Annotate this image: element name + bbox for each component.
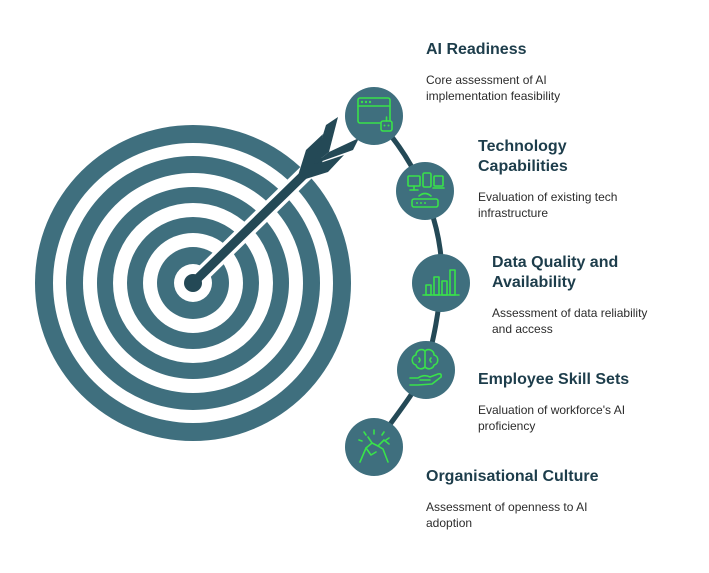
arrow-icon bbox=[184, 117, 359, 292]
item-description: Assessment of openness to AI adoption bbox=[426, 500, 588, 530]
item-data-quality: Data Quality and Availability Assessment… bbox=[492, 253, 647, 337]
item-organisational-culture: Organisational Culture Assessment of ope… bbox=[426, 467, 646, 531]
brain-hand-icon bbox=[397, 341, 455, 399]
item-technology-capabilities: Technology Capabilities Evaluation of ex… bbox=[478, 137, 617, 221]
item-employee-skill-sets: Employee Skill Sets Evaluation of workfo… bbox=[478, 370, 678, 434]
browser-window-robot-icon bbox=[345, 87, 403, 145]
item-description: Core assessment of AI implementation fea… bbox=[426, 73, 561, 103]
item-description: Evaluation of existing tech infrastructu… bbox=[478, 190, 618, 220]
item-description: Evaluation of workforce's AI proficiency bbox=[478, 403, 626, 433]
item-title: Technology Capabilities bbox=[478, 138, 568, 175]
item-title: Organisational Culture bbox=[426, 468, 599, 485]
item-description: Assessment of data reliability and acces… bbox=[492, 306, 648, 336]
devices-router-icon bbox=[396, 162, 454, 220]
item-ai-readiness: AI Readiness Core assessment of AI imple… bbox=[426, 40, 626, 104]
handshake-icon bbox=[345, 418, 403, 476]
item-title: Data Quality and Availability bbox=[492, 254, 619, 291]
bar-chart-icon bbox=[412, 254, 470, 312]
item-title: AI Readiness bbox=[426, 41, 527, 58]
item-title: Employee Skill Sets bbox=[478, 371, 630, 388]
